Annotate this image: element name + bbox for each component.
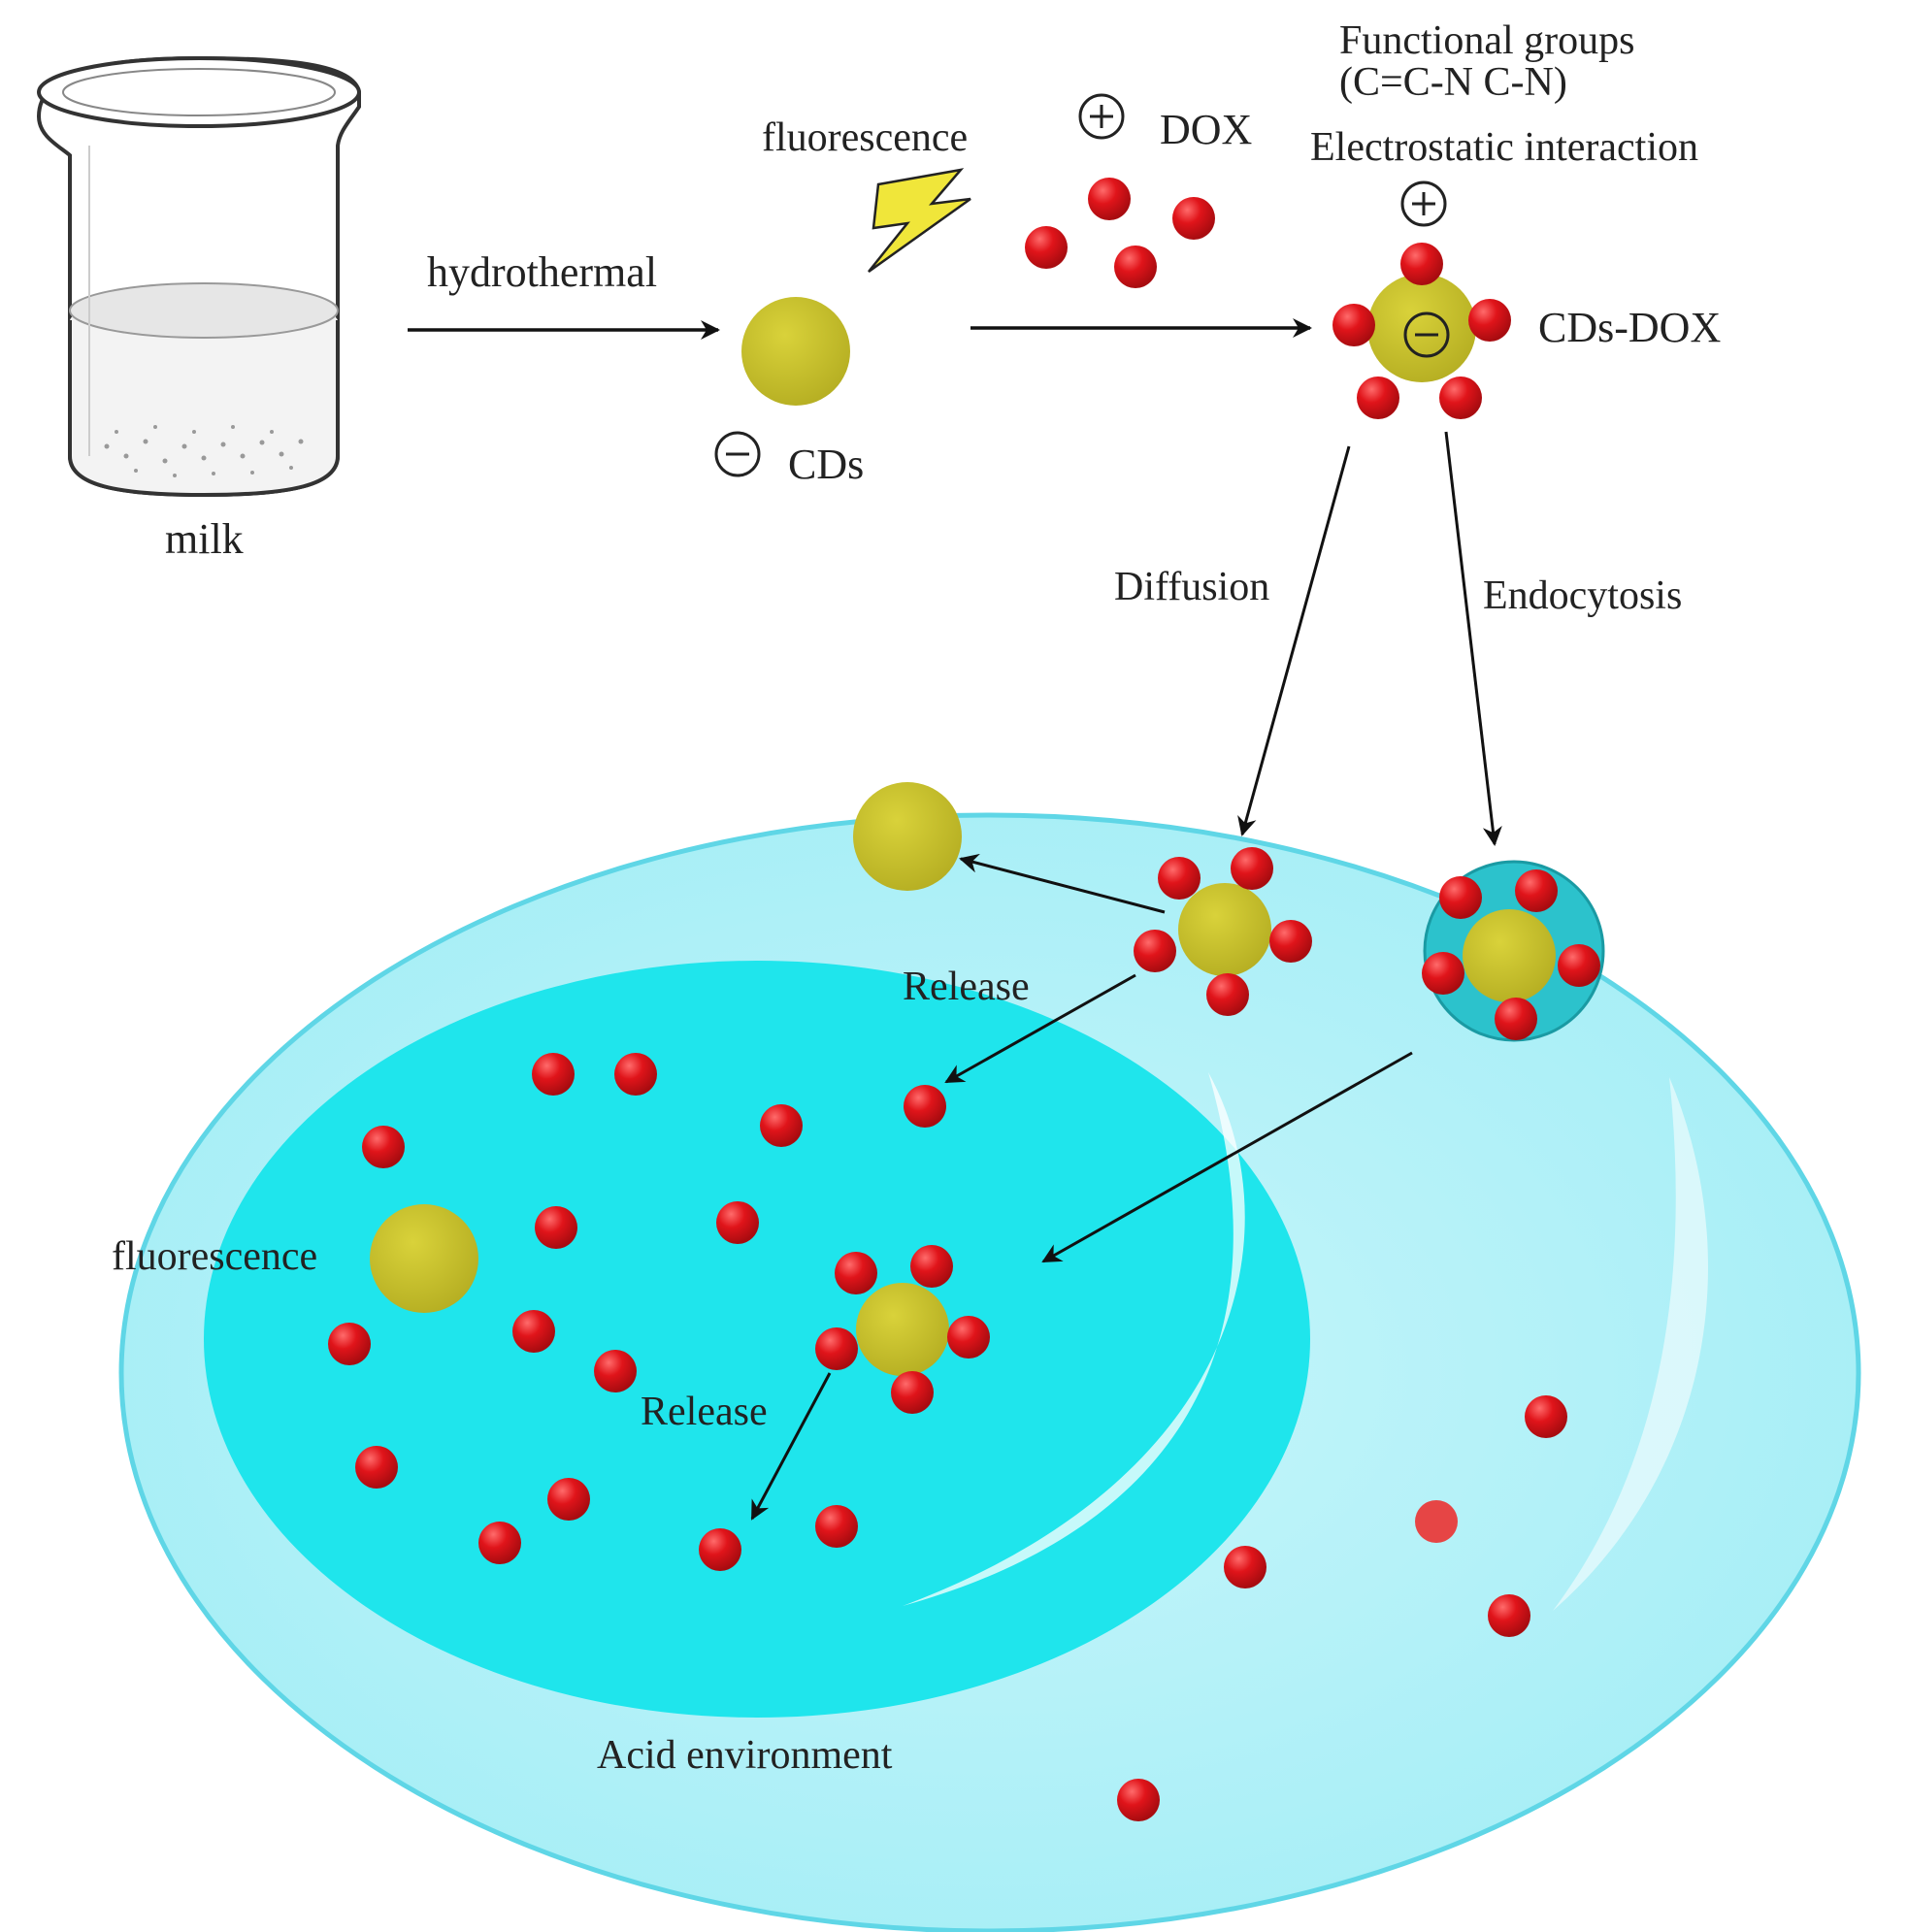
fluorescence-cell-label: fluorescence [112,1234,317,1279]
release-arrow-lower [750,1372,832,1521]
functional-groups-formula: (C=C-N C-N) [1339,60,1567,105]
dox-molecule [815,1327,858,1370]
dox-molecules-free [1025,178,1215,288]
dox-molecule [1172,197,1215,240]
dox-molecule [512,1310,555,1353]
lightning-icon [868,168,971,274]
endocytosis-arrow [1444,431,1502,846]
dox-molecule [716,1201,759,1244]
dox-molecule [1025,226,1068,269]
beaker-illustration [36,55,361,498]
release-lower-label: Release [641,1390,768,1434]
dox-molecule [532,1053,575,1096]
dox-molecule [910,1245,953,1288]
cell-highlight [1553,1077,1708,1611]
functional-groups-label: Functional groups [1339,18,1634,63]
dox-molecule [1495,998,1537,1040]
plus-sign-icon [1400,180,1447,227]
dox-molecule [1468,299,1511,342]
minus-sign-icon [1403,311,1450,358]
fluorescence-top-label: fluorescence [762,115,968,160]
dox-molecule [1224,1546,1267,1588]
nucleus [204,961,1310,1718]
dox-molecule [1515,869,1558,912]
dox-molecule [1206,973,1249,1016]
endosome-to-nucleus-arrow [1041,1051,1413,1263]
dox-molecule [1231,847,1273,890]
dox-molecule [594,1350,637,1392]
cd-release-arrow [959,853,1166,914]
dox-molecule [1269,920,1312,963]
dox-molecule [328,1323,371,1365]
electrostatic-label: Electrostatic interaction [1310,125,1698,170]
dox-molecule [835,1252,877,1294]
dox-molecule [1114,246,1157,288]
dox-molecule [1332,304,1375,346]
dox-label: DOX [1160,106,1252,153]
endosome [1422,860,1605,1042]
dox-molecule [478,1522,521,1564]
dox-molecule [1134,930,1176,972]
dox-molecule [535,1206,577,1249]
release-upper-label: Release [903,965,1030,1009]
dox-molecule [1525,1395,1567,1438]
plus-sign-icon [1078,93,1125,140]
acid-environment-label: Acid environment [597,1733,893,1778]
dox-molecule [815,1505,858,1548]
dox-molecule [699,1528,741,1571]
dox-molecule [1415,1500,1458,1543]
dox-molecules-intracellular [328,1053,1567,1821]
carbon-dot [741,297,850,406]
dox-molecule [547,1478,590,1521]
dox-molecule [760,1104,803,1147]
dox-molecule [1439,876,1482,919]
endocytosis-label: Endocytosis [1483,573,1682,618]
cds-dox-complex-nucleus [815,1245,990,1414]
cds-dox-label: CDs-DOX [1538,304,1721,351]
diffusion-arrow [1237,445,1351,836]
diffusion-label: Diffusion [1114,565,1269,609]
cds-dox-complex-diffused [1134,847,1312,1016]
dox-molecule [1488,1594,1530,1637]
dox-molecule [1400,243,1443,285]
dox-molecule [362,1126,405,1168]
carbon-dot-nucleus [370,1204,478,1313]
release-arrow-upper [944,973,1136,1084]
cds-dox-complex [1332,180,1511,419]
dox-molecule [614,1053,657,1096]
hydrothermal-label: hydrothermal [427,248,657,296]
cds-label: CDs [788,441,864,488]
dox-molecule [1088,178,1131,220]
dox-molecule [904,1085,946,1128]
dox-molecule [1558,944,1600,987]
dox-molecule [1117,1779,1160,1821]
milk-label: milk [165,515,244,563]
dox-molecule [891,1371,934,1414]
dox-molecule [1357,377,1399,419]
dox-molecule [355,1446,398,1489]
dox-molecule [1439,377,1482,419]
dox-molecule [1158,857,1201,900]
dox-molecule [947,1316,990,1359]
minus-sign-icon [714,431,761,477]
carbon-dot-released [853,782,962,891]
dox-molecule [1422,952,1464,995]
